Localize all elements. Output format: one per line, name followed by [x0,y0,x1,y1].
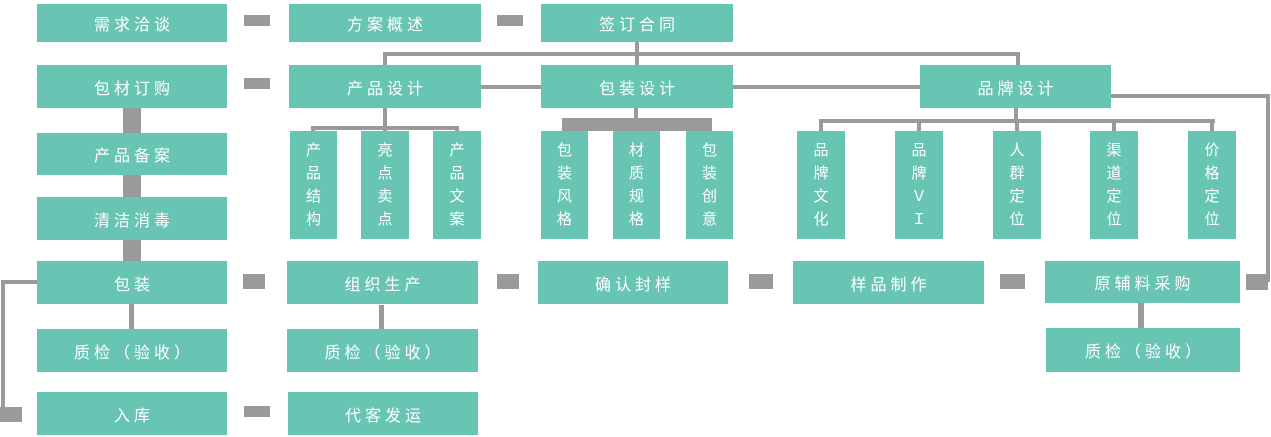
connector-link-product-package-design [481,85,541,89]
node-price-positioning: 价 格 定 位 [1188,131,1236,239]
connector-arrow-confirm-to-organizing [497,274,519,289]
node-production-organizing: 组织生产 [287,261,478,304]
node-package-creativity: 包 装 创 意 [686,131,733,239]
node-qc-acceptance-right: 质检（验收） [1046,328,1240,372]
node-raw-material-purchase: 原辅料采购 [1045,261,1240,303]
node-consignment-shipping: 代客发运 [288,392,478,435]
connector-bar-registration-to-cleaning [123,175,141,197]
node-package-style: 包 装 风 格 [541,131,588,239]
connector-arrow-demand-to-plan [244,15,270,26]
connector-brand-design-child-drop [1014,108,1018,119]
node-qc-acceptance-middle: 质检（验收） [287,329,478,372]
connector-design-distribution-line [383,52,1020,56]
node-cleaning-disinfection: 清洁消毒 [37,197,227,240]
connector-far-right-down-line [1266,94,1270,282]
node-product-copywriting: 产 品 文 案 [433,131,481,239]
connector-packing-left-exit-line [1,280,37,284]
connector-left-edge-down-line [1,280,5,409]
node-product-design: 产品设计 [289,65,481,108]
connector-drop-brand-design [1016,56,1020,65]
node-product-structure: 产 品 结 构 [290,131,337,239]
connector-link-package-brand-design [733,85,920,89]
node-packaging-material-order: 包材订购 [37,65,227,108]
connector-stub-channel [1112,123,1116,131]
connector-stub-highlights [383,126,387,131]
node-demand-negotiation: 需求洽谈 [37,4,227,42]
node-highlights-selling-points: 亮 点 卖 点 [361,131,409,239]
connector-arrow-into-raw-material [1246,274,1268,290]
connector-arrow-organizing-to-packing [243,274,265,289]
connector-arrow-raw-to-sample [1000,274,1025,289]
connector-brand-design-child-rail [819,119,1215,123]
node-channel-positioning: 渠 道 定 位 [1090,131,1138,239]
connector-stub-copywriting [455,126,459,131]
connector-arrow-material-to-productdesign [244,78,270,89]
connector-stub-product-structure [311,126,315,131]
connector-brand-right-exit-line [1111,94,1270,98]
node-product-registration: 产品备案 [37,133,227,175]
connector-arrow-into-warehousing [0,407,22,422]
connector-bar-material-to-registration [123,108,141,133]
node-sample-making: 样品制作 [793,261,984,304]
connector-stub-audience [1015,123,1019,131]
connector-qc-drop-middle [379,305,384,329]
node-package-design: 包装设计 [541,65,733,108]
connector-arrow-plan-to-contract [497,15,523,26]
connector-bar-cleaning-to-packing [123,240,141,261]
connector-drop-package-design [635,56,639,65]
connector-arrow-sample-to-confirm [749,274,773,289]
connector-contract-drop-line [635,42,639,52]
connector-qc-drop-right [1138,303,1144,328]
node-brand-vi: 品 牌 Ｖ Ｉ [895,131,943,239]
connector-stub-brand-vi [917,123,921,131]
node-sample-confirmation: 确认封样 [538,261,728,304]
node-audience-positioning: 人 群 定 位 [993,131,1041,239]
node-qc-acceptance-left: 质检（验收） [37,329,227,372]
node-plan-overview: 方案概述 [289,4,481,42]
connector-stub-price [1210,123,1214,131]
node-brand-design: 品牌设计 [920,65,1111,108]
connector-stub-brand-culture [819,123,823,131]
connector-package-design-child-drop [634,108,638,118]
connector-arrow-warehouse-to-shipping [244,406,270,417]
node-material-specification: 材 质 规 格 [613,131,660,239]
connector-qc-drop-left [129,304,134,329]
connector-drop-product-design [383,56,387,65]
node-packing: 包装 [37,261,227,304]
connector-package-design-child-bar [562,118,712,131]
node-warehousing: 入库 [37,392,227,435]
connector-product-design-child-drop [383,108,387,126]
node-brand-culture: 品 牌 文 化 [797,131,845,239]
node-contract-signing: 签订合同 [541,4,733,42]
